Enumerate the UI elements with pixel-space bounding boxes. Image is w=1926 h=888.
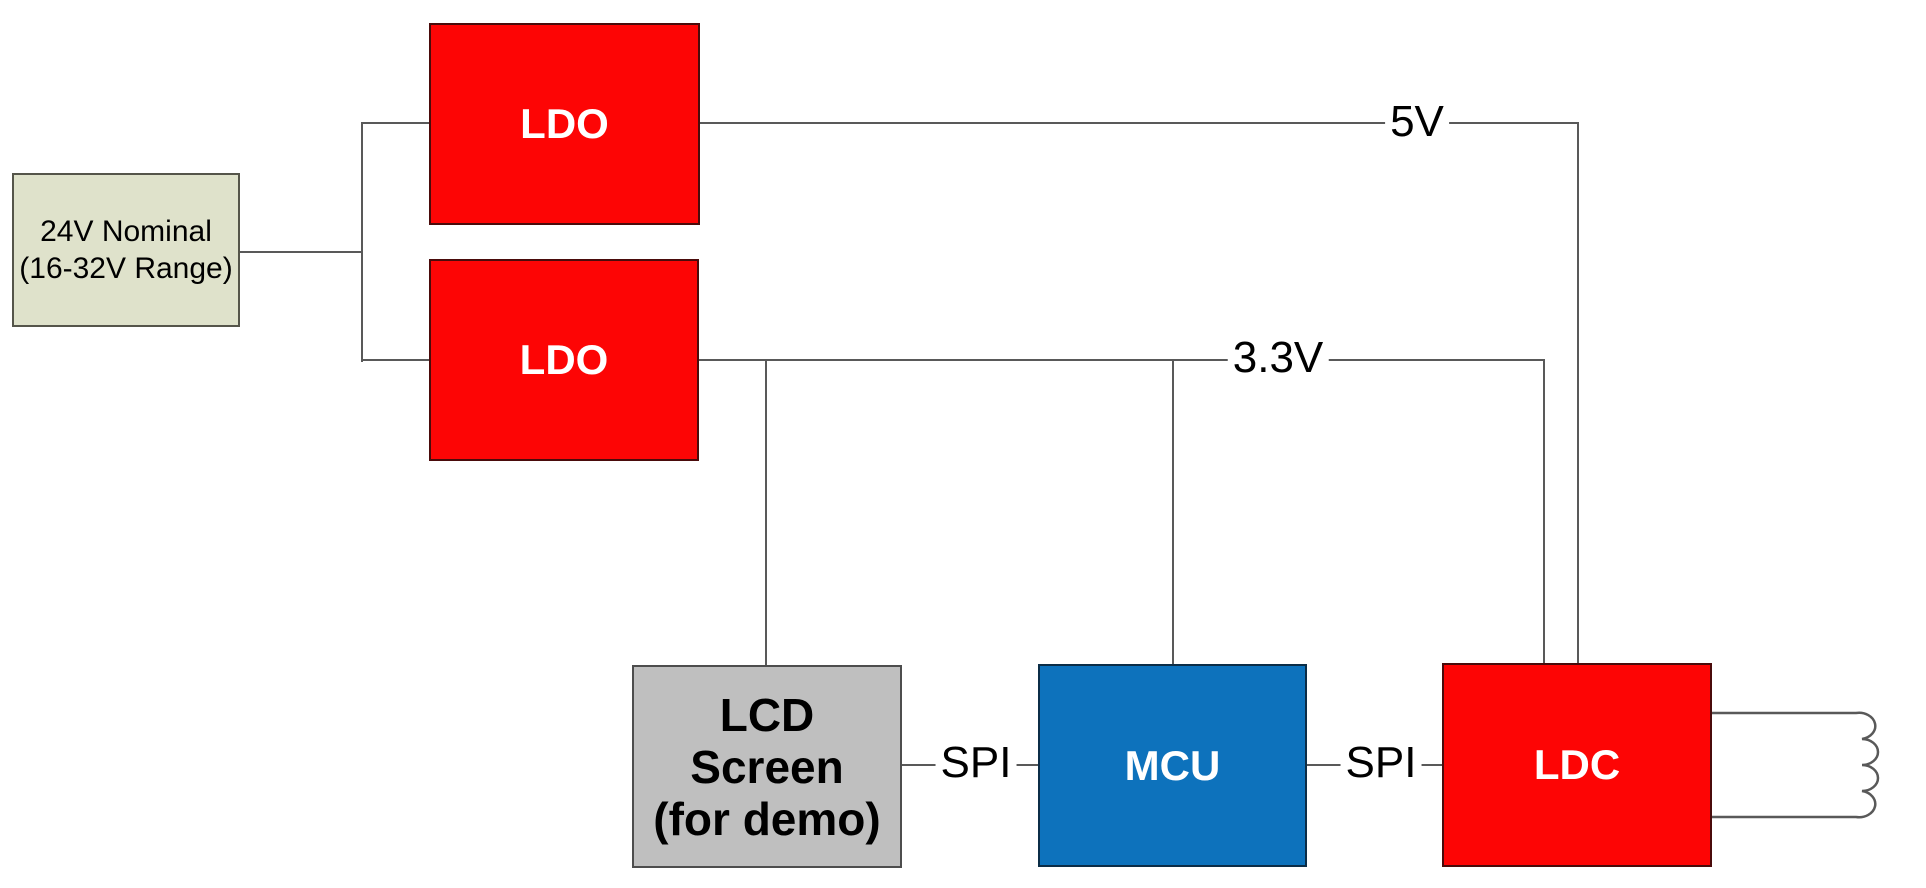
wire-3v3-rail <box>699 359 1545 361</box>
wire-to-ldo-top <box>362 122 429 124</box>
wire-3v3-drop-to-mcu <box>1172 360 1174 664</box>
mcu-label: MCU <box>1124 741 1221 789</box>
inductor-coil-icon <box>1712 711 1880 819</box>
wire-to-ldo-bottom <box>362 359 429 361</box>
ldc-label: LDC <box>1533 741 1621 788</box>
power-source-block: 24V Nominal (16-32V Range) <box>12 173 240 327</box>
wire-source-out <box>240 251 363 253</box>
spi-lcd-mcu-label: SPI <box>935 738 1017 788</box>
lcd-label-line3: (for demo) <box>653 792 881 845</box>
ldo-bottom-label: LDO <box>519 336 609 383</box>
rail-5v-label: 5V <box>1385 97 1449 147</box>
power-source-label-line2: (16-32V Range) <box>19 252 233 285</box>
ldo-top-block: LDO <box>429 23 700 225</box>
power-source-label-line1: 24V Nominal <box>40 215 212 248</box>
mcu-block: MCU <box>1038 664 1307 867</box>
wire-source-branch <box>361 122 363 362</box>
wire-3v3-drop-to-lcd <box>765 360 767 665</box>
ldo-bottom-block: LDO <box>429 259 699 461</box>
wire-5v-rail <box>700 122 1579 124</box>
wire-5v-drop-to-ldc <box>1577 122 1579 663</box>
ldo-top-label: LDO <box>520 100 609 147</box>
spi-mcu-ldc-label: SPI <box>1340 738 1422 788</box>
lcd-label-line1: LCD <box>719 688 815 741</box>
lcd-screen-block: LCD Screen (for demo) <box>632 665 902 868</box>
lcd-label-line2: Screen <box>690 740 844 793</box>
wire-3v3-drop-to-ldc <box>1543 359 1545 663</box>
ldc-block: LDC <box>1442 663 1712 867</box>
rail-3v3-label: 3.3V <box>1227 333 1329 383</box>
